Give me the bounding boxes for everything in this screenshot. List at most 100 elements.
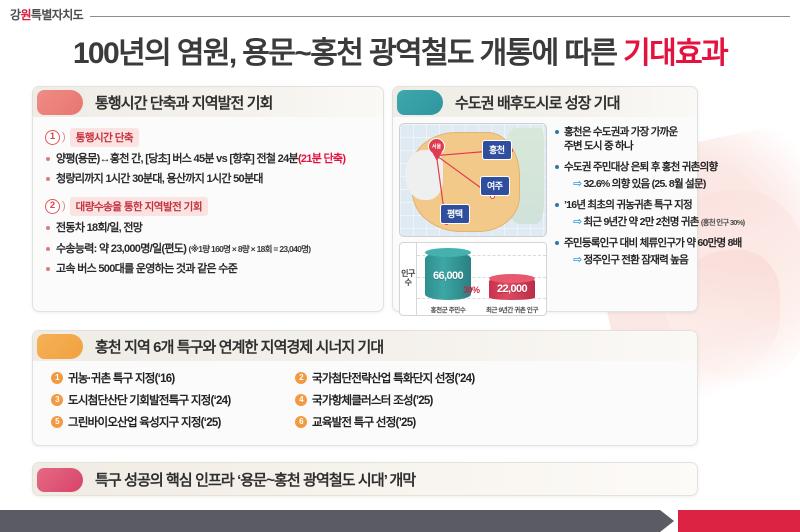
item-label: 귀농·귀촌 특구 지정(‘16) bbox=[68, 373, 175, 385]
bullet-sub-line: ⇨최근 9년간 약 2만 2천명 귀촌 (홍천 인구 30%) bbox=[564, 215, 745, 230]
chart-percentage-annotation: 30% bbox=[463, 285, 480, 295]
subsection-1-paren: ) bbox=[62, 131, 66, 144]
chart-bar-value: 22,000 bbox=[496, 283, 528, 295]
logo-row: 강원특별자치도 bbox=[10, 6, 790, 23]
item-label: 국가첨단전략산업 특화단지 선정(’24) bbox=[312, 373, 475, 385]
chart-bar-cap bbox=[425, 248, 471, 257]
bullet-text: 수도권 주민대상 은퇴 후 홍천 귀촌의향 bbox=[564, 161, 718, 174]
region-map: 서울 홍천 여주 평택 bbox=[399, 123, 547, 237]
list-item: 고속 버스 500대를 운영하는 것과 같은 수준 bbox=[45, 262, 373, 277]
subsection-2-number: 2 bbox=[45, 198, 60, 214]
subsection-1-number: 1 bbox=[45, 129, 60, 145]
chart-gridline bbox=[417, 298, 546, 299]
chart-axis-text: 인구수 bbox=[401, 269, 415, 287]
chart-bar-value: 66,000 bbox=[432, 270, 464, 282]
page-title-highlight: 기대효과 bbox=[623, 37, 729, 70]
item-number: 3 bbox=[51, 393, 63, 406]
list-item: 수도권 주민대상 은퇴 후 홍천 귀촌의향 ⇨32.6% 의향 있음 (25. … bbox=[555, 160, 744, 191]
item-label: 교육발전 특구 선정(’25) bbox=[312, 417, 416, 429]
bullet-sub-note: (홍천 인구 30%) bbox=[700, 217, 745, 227]
list-item: 전동차 18회/일, 전망 bbox=[45, 221, 373, 236]
list-item: 청량리까지 1시간 30분대, 용산까지 1시간 50분대 bbox=[45, 172, 373, 187]
subsection-1-label: 1 ) 통행시간 단축 bbox=[45, 128, 373, 147]
item-number: 6 bbox=[295, 415, 307, 428]
panel-special-zones-header: 홍천 지역 6개 특구와 연계한 지역경제 시너지 기대 bbox=[33, 331, 697, 361]
bullet-sub-text: 최근 9년간 약 2만 2천명 귀촌 bbox=[583, 215, 699, 228]
map-label-yeoju: 여주 bbox=[480, 176, 510, 196]
chart-category-label: 홍천군 주민수 bbox=[430, 307, 466, 314]
panel-travel-time-title: 통행시간 단축과 지역발전 기회 bbox=[95, 94, 273, 112]
list-item: 1 귀농·귀촌 특구 지정(‘16) bbox=[51, 370, 291, 386]
page-title-plain: 100년의 염원, 용문~홍천 광역철도 개통에 따른 bbox=[72, 37, 624, 70]
bullet-text-line2: 주변 도시 중 하나 bbox=[564, 140, 634, 153]
list-item: 2 국가첨단전략산업 특화단지 선정(’24) bbox=[295, 370, 687, 386]
bullet-note: (※1량 160명 × 8량 × 18회 = 23,040명) bbox=[188, 243, 312, 254]
logo-text-accent: 원 bbox=[20, 8, 31, 22]
list-item: 양평(용문)↔홍천 간, [당초] 버스 45분 vs [향후] 전철 24분(… bbox=[45, 152, 373, 167]
subsection-1-bullets: 양평(용문)↔홍천 간, [당초] 버스 45분 vs [향후] 전철 24분(… bbox=[45, 152, 373, 188]
list-item: ’16년 최초의 귀농귀촌 특구 지정 ⇨최근 9년간 약 2만 2천명 귀촌 … bbox=[555, 198, 745, 230]
subsection-2-chip: 대량수송을 통한 지역발전 기회 bbox=[69, 197, 209, 216]
bullet-text: 고속 버스 500대를 운영하는 것과 같은 수준 bbox=[56, 263, 238, 276]
chart-bar-body: 66,000 bbox=[425, 248, 471, 300]
item-number: 2 bbox=[295, 371, 307, 384]
list-item: 3 도시첨단산단 기회발전특구 지정(‘24) bbox=[51, 392, 291, 408]
item-label: 그린바이오산업 육성지구 지정(‘25) bbox=[68, 417, 221, 429]
subsection-2-label: 2 ) 대량수송을 통한 지역발전 기회 bbox=[45, 197, 373, 216]
route-lines bbox=[435, 149, 509, 221]
bullet-text: 수송능력: 약 23,000명/일(편도) bbox=[56, 242, 187, 255]
list-item: 홍천은 수도권과 가장 가까운 주변 도시 중 하나 bbox=[555, 125, 744, 153]
bullet-sub-text: 32.6% 의향 있음 (25. 8월 설문) bbox=[583, 177, 706, 190]
footer-bar bbox=[0, 510, 800, 532]
subsection-2-paren: ) bbox=[62, 200, 66, 213]
bullet-sub-line: ⇨정주인구 전환 잠재력 높음 bbox=[564, 253, 744, 268]
panel-metro-city: 수도권 배후도시로 성장 기대 서울 bbox=[392, 86, 745, 316]
panel-travel-time-body: 1 ) 통행시간 단축 양평(용문)↔홍천 간, [당초] 버스 45분 vs … bbox=[33, 117, 383, 289]
chart-gridline bbox=[417, 277, 546, 278]
item-number: 5 bbox=[51, 415, 63, 428]
chart-plot-area: 66,000 홍천군 주민수 22,000 최근 9년간 귀촌 인구 30% bbox=[417, 243, 546, 315]
panel-metro-city-body: 서울 홍천 여주 평택 인구수 bbox=[393, 117, 745, 320]
arrow-icon: ⇨ bbox=[573, 215, 582, 228]
subsection-2-bullets: 전동차 18회/일, 전망 수송능력: 약 23,000명/일(편도) (※1량… bbox=[45, 221, 373, 278]
panel-special-zones-title: 홍천 지역 6개 특구와 연계한 지역경제 시너지 기대 bbox=[95, 338, 384, 356]
panel-accent-pill bbox=[37, 90, 83, 115]
item-number: 1 bbox=[51, 371, 63, 384]
bullet-sub-text: 정주인구 전환 잠재력 높음 bbox=[583, 253, 688, 266]
bullet-highlight: (21분 단축) bbox=[297, 152, 346, 165]
bullet-text: ’16년 최초의 귀농귀촌 특구 지정 bbox=[564, 199, 693, 212]
chart-bar-cap bbox=[489, 274, 535, 283]
bullet-text: 주민등록인구 대비 체류인구가 약 60만명 8배 bbox=[564, 237, 742, 250]
panel-metro-city-title: 수도권 배후도시로 성장 기대 bbox=[455, 94, 621, 112]
chart-y-axis-label: 인구수 bbox=[400, 243, 417, 315]
chart-bar-hongcheon: 66,000 홍천군 주민수 bbox=[425, 248, 471, 314]
special-zones-grid: 1 귀농·귀촌 특구 지정(‘16) 2 국가첨단전략산업 특화단지 선정(’24)… bbox=[33, 361, 697, 438]
map-pin-tip bbox=[431, 152, 442, 161]
footer-bar-red-segment bbox=[678, 510, 800, 532]
bullet-text: 청량리까지 1시간 30분대, 용산까지 1시간 50분대 bbox=[56, 173, 263, 186]
panel-closing-banner: 특구 성공의 핵심 인프라 ‘용문~홍천 광역철도 시대’ 개막 bbox=[32, 462, 698, 496]
panel-special-zones: 홍천 지역 6개 특구와 연계한 지역경제 시너지 기대 1 귀농·귀촌 특구 지… bbox=[32, 330, 698, 446]
panel-accent-pill bbox=[37, 468, 83, 492]
logo-text-a: 강 bbox=[10, 8, 21, 22]
item-label: 도시첨단산단 기회발전특구 지정(‘24) bbox=[68, 395, 231, 407]
logo-text-b: 특별자치도 bbox=[30, 8, 84, 22]
chart-category-label: 최근 9년간 귀촌 인구 bbox=[485, 307, 539, 314]
map-pin-seoul: 서울 bbox=[428, 138, 445, 161]
arrow-icon: ⇨ bbox=[573, 253, 582, 266]
list-item: 주민등록인구 대비 체류인구가 약 60만명 8배 ⇨정주인구 전환 잠재력 높… bbox=[555, 236, 744, 267]
panel-travel-time: 통행시간 단축과 지역발전 기회 1 ) 통행시간 단축 양평(용문)↔홍천 간… bbox=[32, 86, 384, 312]
gangwon-logo: 강원특별자치도 bbox=[10, 6, 84, 23]
bullet-sub-line: ⇨32.6% 의향 있음 (25. 8월 설문) bbox=[564, 177, 744, 192]
arrow-icon: ⇨ bbox=[573, 177, 582, 190]
subsection-1-chip: 통행시간 단축 bbox=[69, 128, 140, 147]
map-column: 서울 홍천 여주 평택 인구수 bbox=[399, 123, 547, 316]
list-item: 수송능력: 약 23,000명/일(편도) (※1량 160명 × 8량 × 1… bbox=[45, 242, 373, 257]
item-label: 국가항체클러스터 조성(’25) bbox=[312, 395, 433, 407]
map-label-pyeongtaek: 평택 bbox=[440, 204, 470, 224]
list-item: 6 교육발전 특구 선정(’25) bbox=[295, 414, 687, 430]
bullet-text: 홍천은 수도권과 가장 가까운 bbox=[564, 126, 678, 138]
bullet-text: 양평(용문)↔홍천 간, [당초] 버스 45분 vs [향후] 전철 24분 bbox=[56, 152, 299, 165]
footer-bar-gray-segment bbox=[0, 510, 674, 532]
